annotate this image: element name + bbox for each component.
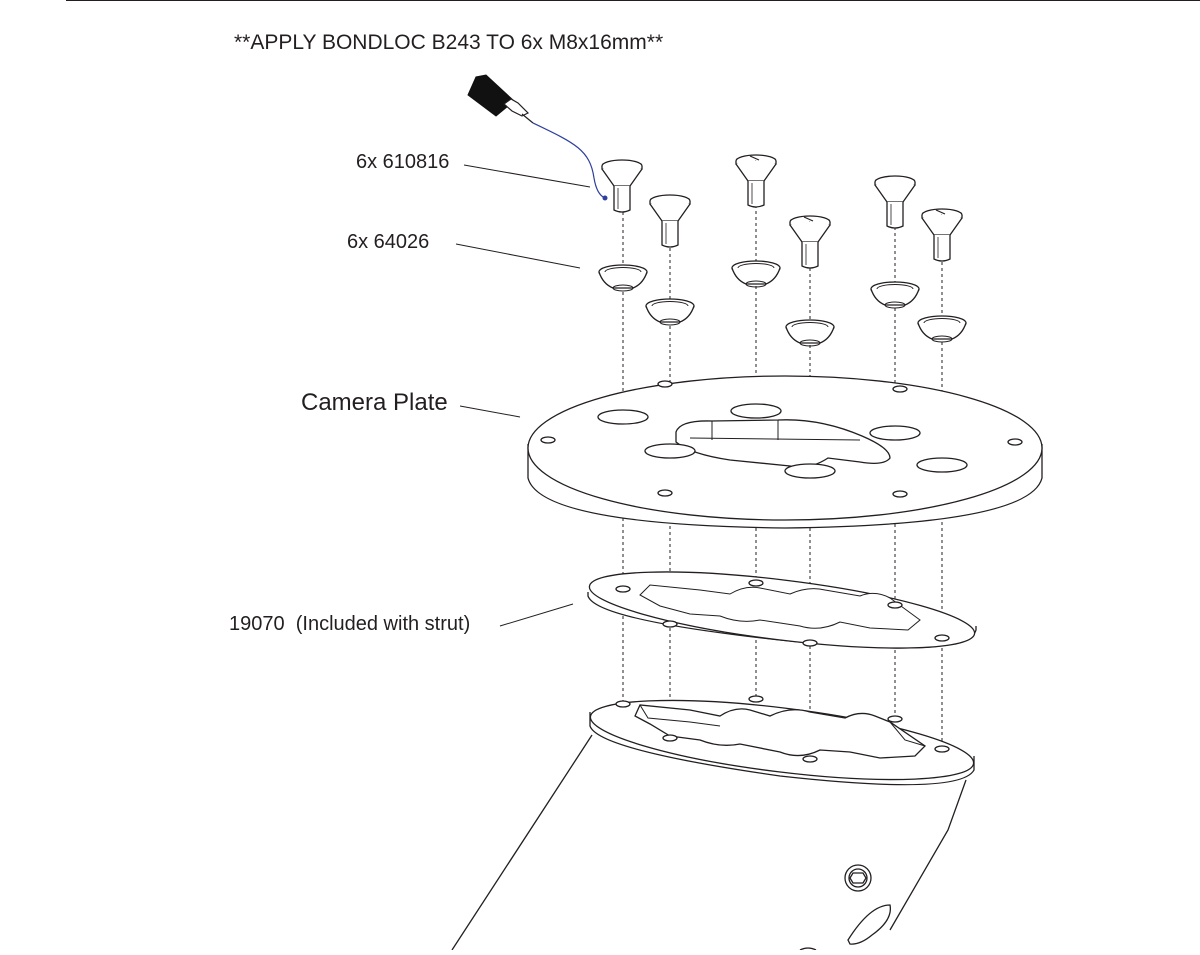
label-camera-plate: Camera Plate [301, 389, 448, 416]
gasket-19070 [587, 571, 977, 649]
camera-plate [527, 375, 1043, 529]
label-washers: 6x 64026 [347, 231, 429, 253]
countersunk-screw-icon [601, 154, 963, 269]
cup-washer-icon [598, 260, 967, 347]
leader-lines [455, 164, 591, 627]
label-screws: 6x 610816 [356, 151, 449, 173]
strut-tube [451, 734, 967, 951]
bondloc-instruction: **APPLY BONDLOC B243 TO 6x M8x16mm** [234, 31, 663, 54]
adhesive-applicator-wire [532, 122, 606, 199]
hex-socket-icon [844, 864, 872, 892]
label-gasket: 19070 (Included with strut) [229, 613, 470, 635]
adhesive-bottle-icon [467, 74, 608, 201]
strut-flange [589, 695, 975, 786]
